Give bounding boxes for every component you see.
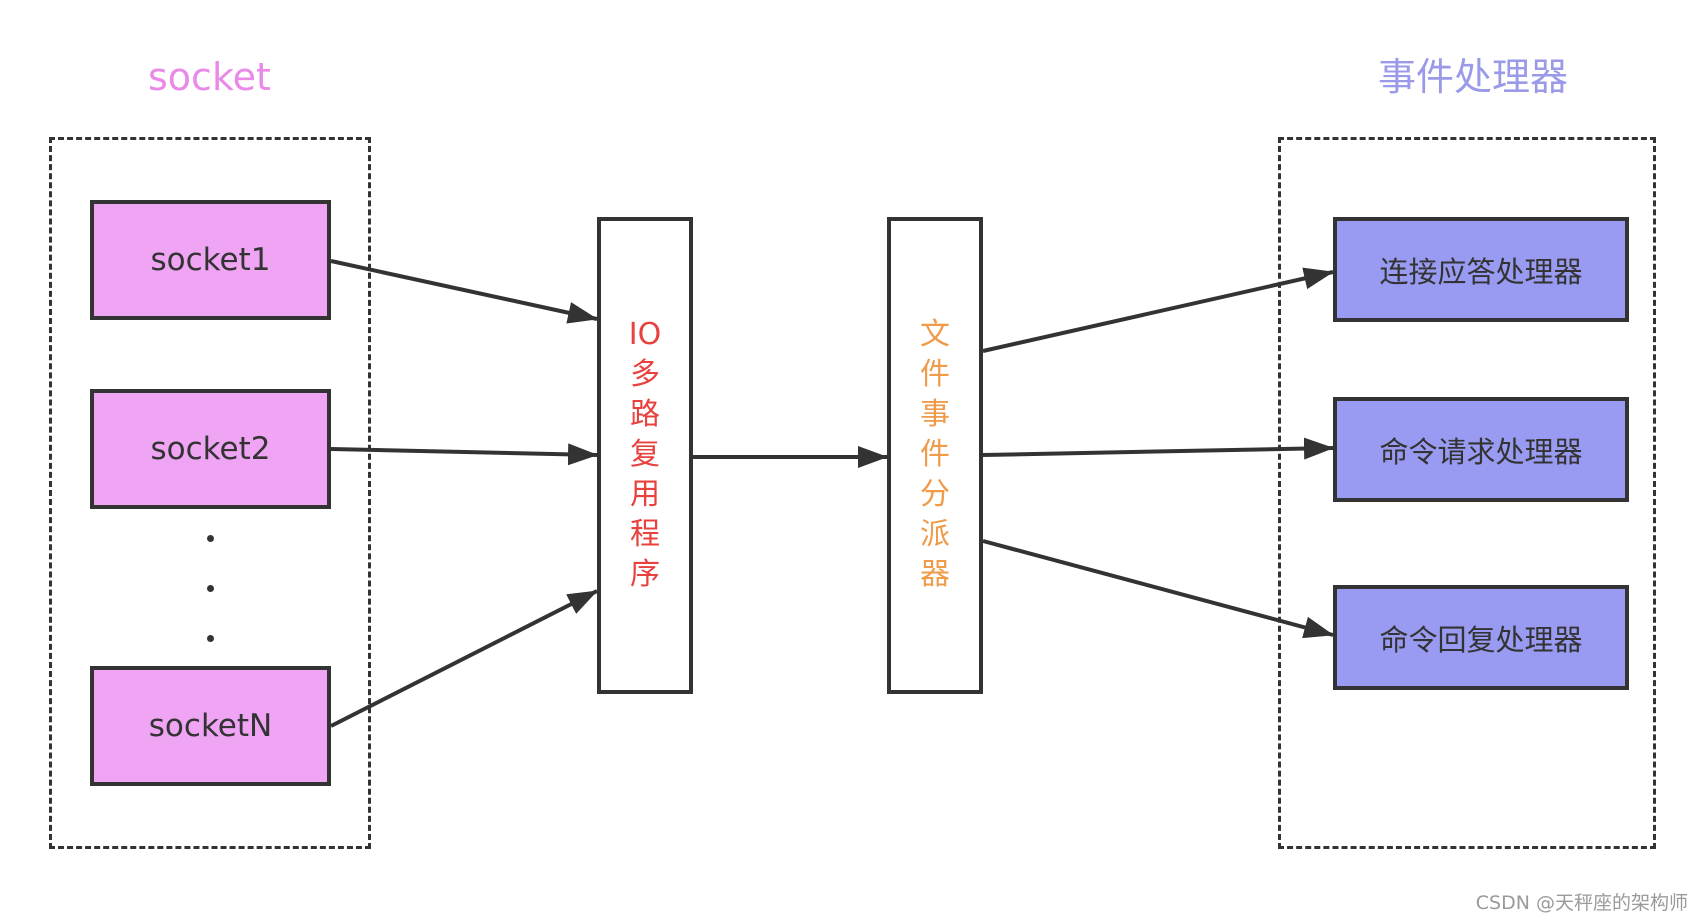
socket2-node: socket2 (90, 389, 331, 509)
arrow-dispatcher-to-request (982, 437, 1334, 460)
socket-group-title: socket (148, 55, 271, 99)
command-reply-handler-node: 命令回复处理器 (1333, 585, 1629, 690)
arrow-socketN-to-io (330, 589, 598, 728)
arrow-socket2-to-io (330, 443, 598, 466)
ellipsis-dot (207, 585, 214, 592)
arrow-dispatcher-to-reply (982, 539, 1334, 639)
arrow-socket1-to-io (330, 259, 598, 324)
handler-group-container (1278, 137, 1656, 849)
ellipsis-dot (207, 635, 214, 642)
command-request-handler-node: 命令请求处理器 (1333, 397, 1629, 502)
io-multiplexer-node (597, 217, 693, 694)
socket1-node: socket1 (90, 200, 331, 320)
handler-group-title: 事件处理器 (1378, 55, 1569, 99)
file-event-dispatcher-label: 文 件 事 件 分 派 器 (920, 317, 950, 592)
connection-accept-handler-node: 连接应答处理器 (1333, 217, 1629, 322)
io-multiplexer-label: IO 多 路 复 用 程 序 (628, 317, 662, 592)
arrow-dispatcher-to-accept (982, 267, 1334, 353)
watermark-text: CSDN @天秤座的架构师 (1475, 892, 1688, 914)
socketN-node: socketN (90, 666, 331, 786)
ellipsis-dot (207, 535, 214, 542)
file-event-dispatcher-node (887, 217, 983, 694)
socket-group-container (49, 137, 371, 849)
